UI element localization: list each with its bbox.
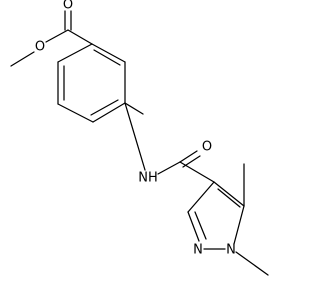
bond-benzene-6-1 xyxy=(57,43,93,63)
bond-methyl-ether-oxygen xyxy=(10,51,35,67)
bond-benzene-3-4 xyxy=(92,102,126,123)
bond-benzene-4-5 xyxy=(57,103,94,123)
bond-amide-carbon-to-pyrazole xyxy=(179,161,215,183)
bond-benzene-inner-1 xyxy=(93,49,121,66)
bond-pyrazole-n2-c3-b xyxy=(194,211,207,240)
bond-pyrazole-c3-c4 xyxy=(187,181,215,213)
atom-pyrazole-n1: N xyxy=(226,243,236,258)
atom-amide-carbonyl-oxygen: O xyxy=(202,140,212,155)
bond-benzene-inner-2 xyxy=(90,99,119,116)
chemical-structure: O O NH O N N xyxy=(10,0,269,276)
atom-ester-carbonyl-oxygen: O xyxy=(63,0,73,13)
bond-ring-down-to-nh xyxy=(124,102,146,171)
atom-amide-nh: NH xyxy=(138,171,158,186)
bond-pyrazole-c4-c5-inner xyxy=(217,188,241,208)
bond-pyrazole-c4-c5 xyxy=(213,181,245,207)
bond-pyrazole-c5-n1 xyxy=(233,205,245,245)
bond-ester-carbon-to-ring xyxy=(67,29,93,45)
bond-benzene-1-2 xyxy=(91,43,126,63)
bond-nh-to-amide-carbon xyxy=(157,161,181,175)
bond-pyrazole-n2-c3-a xyxy=(187,211,200,242)
atom-ester-ether-oxygen: O xyxy=(35,40,45,55)
atom-pyrazole-n2: N xyxy=(193,243,203,258)
bond-amide-carbonyl-double-a xyxy=(179,150,198,163)
bond-n1-methyl xyxy=(235,251,269,276)
bond-ring-to-nh xyxy=(124,102,144,115)
bond-ether-oxygen-carbonyl-carbon xyxy=(45,29,69,43)
